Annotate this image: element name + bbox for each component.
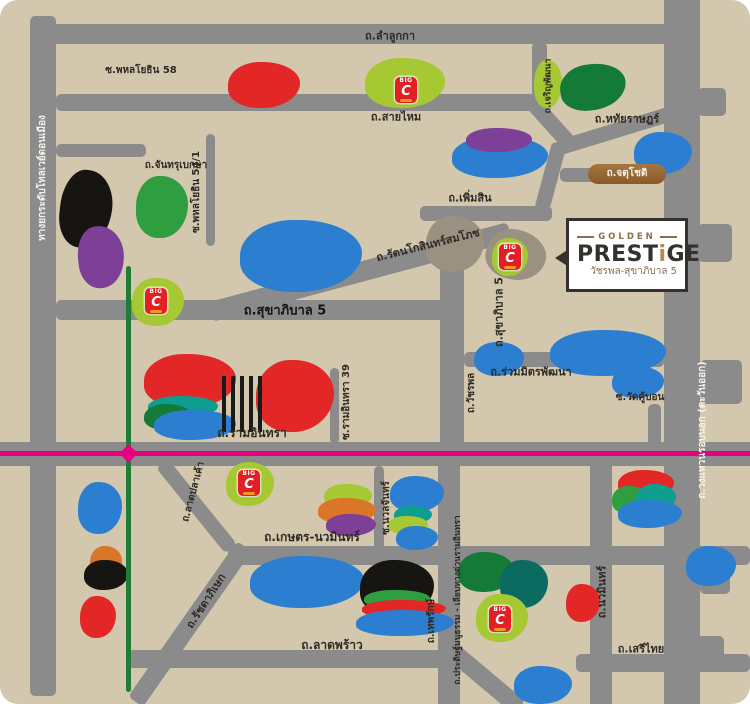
landmark-blob bbox=[228, 62, 300, 108]
road-label-praditmanutham: ถ.ประดิษฐ์มนูธรรม - เลียบทางด่วนรามอินทร… bbox=[452, 515, 463, 685]
road-serithai bbox=[576, 654, 750, 672]
landmark-blob bbox=[84, 560, 128, 590]
logo-gold-i: i bbox=[658, 241, 667, 267]
road-label-raminthra: ถ.รามอินทรา bbox=[217, 426, 287, 440]
road-label-phoemsin: ถ.เพิ่มสิน bbox=[448, 191, 492, 205]
road-label-raminthra-39: ซ.รามอินทรา 39 bbox=[341, 364, 352, 440]
landmark-blob bbox=[80, 596, 116, 638]
road-ring-tab bbox=[698, 224, 732, 262]
road-soi-raminthra-39 bbox=[330, 368, 339, 444]
road-label-nawamin: ถ.นวมินทร์ bbox=[595, 565, 609, 619]
road-label-serithai: ถ.เสรีไทย bbox=[617, 642, 665, 656]
bigc-swoosh-icon bbox=[494, 628, 506, 631]
road-soi-phahonyothin-54-1 bbox=[206, 134, 215, 246]
landmark-blob bbox=[514, 666, 572, 704]
road-label-chatuchot: ถ.จตุโชติ bbox=[606, 168, 648, 179]
landmark-blob bbox=[250, 556, 364, 608]
bigc-big-text: BIG bbox=[149, 288, 163, 296]
landmark-blob bbox=[534, 60, 562, 108]
road-chanthrubeksa bbox=[56, 144, 146, 157]
road-label-watcharaphon: ถ.วัชรพล bbox=[466, 372, 477, 414]
landmark-blob bbox=[136, 176, 188, 238]
bigc-c-text: C bbox=[401, 84, 411, 100]
bigc-swoosh-icon bbox=[504, 266, 516, 269]
landmark-blob bbox=[326, 514, 376, 536]
landmark-blob bbox=[356, 610, 454, 636]
bigc-marker-sukhaphiban5: BIG C bbox=[499, 244, 521, 270]
logo-brand-golden: GOLDEN bbox=[598, 231, 656, 242]
road-lamlukka bbox=[44, 24, 692, 44]
landmark-blob bbox=[256, 360, 334, 432]
road-label-wat-khubon: ซ.วัดคู้บอน bbox=[615, 392, 665, 403]
road-nawamin bbox=[590, 452, 612, 704]
bigc-marker-watcharaphon: BIG C bbox=[145, 288, 167, 314]
bigc-marker-raminthra: BIG C bbox=[238, 470, 260, 496]
road-label-phahonyothin-54-1: ซ.พหลโยธิน 54/1 bbox=[191, 150, 202, 234]
road-tollway-donmueang bbox=[30, 16, 56, 696]
landmark-blob bbox=[612, 366, 664, 398]
bigc-c-text: C bbox=[505, 251, 515, 267]
road-label-outer-ring: ถ.วงแหวนรอบนอก (ตะวันออก) bbox=[697, 361, 708, 499]
logo-rule-left bbox=[577, 236, 595, 238]
landmark-blob bbox=[240, 220, 362, 292]
road-label-ratchadaphisek: ถ.รัชดาภิเษก bbox=[183, 571, 229, 631]
road-expressway bbox=[438, 455, 460, 704]
landmark-blob bbox=[78, 482, 122, 534]
landmark-blob bbox=[474, 342, 524, 376]
road-label-chanthrubeksa: ถ.จันทรุเบกษา bbox=[144, 160, 208, 171]
bigc-swoosh-icon bbox=[150, 310, 162, 313]
road-ring-tab bbox=[698, 88, 726, 116]
landmark-blob bbox=[396, 526, 438, 550]
landmark-striped-area bbox=[222, 376, 262, 432]
bigc-c-text: C bbox=[244, 477, 254, 493]
road-label-theprak: ถ.เทพรักษ์ bbox=[426, 598, 437, 644]
bigc-swoosh-icon bbox=[400, 99, 412, 102]
road-chatuchot bbox=[588, 164, 666, 184]
bigc-big-text: BIG bbox=[503, 244, 517, 252]
road-ring-tab bbox=[700, 360, 742, 404]
road-label-lamlukka: ถ.ลำลูกกา bbox=[365, 29, 415, 43]
road-label-sukhaphiban5: ถ.สุขาภิบาล 5 bbox=[243, 303, 327, 319]
road-saimai bbox=[56, 94, 536, 111]
landmark-blob bbox=[74, 223, 128, 291]
logo-pointer-icon bbox=[555, 249, 569, 267]
bigc-marker-kaset: BIG C bbox=[489, 606, 511, 632]
bigc-big-text: BIG bbox=[242, 470, 256, 478]
bigc-c-text: C bbox=[495, 613, 505, 629]
logo-subtitle: วัชรพล-สุขาภิบาล 5 bbox=[590, 266, 677, 278]
landmark-blob bbox=[557, 59, 629, 115]
bigc-big-text: BIG bbox=[399, 77, 413, 85]
road-label-latphrao: ถ.ลาดพร้าว bbox=[301, 638, 363, 652]
pink-rail-line bbox=[0, 451, 750, 456]
road-label-phahonyothin-58: ซ.พหลโยธิน 58 bbox=[105, 65, 177, 76]
road-soi-nuanchan bbox=[374, 466, 384, 550]
road-latphrao bbox=[128, 650, 458, 668]
landmark-blob bbox=[566, 584, 600, 622]
road-label-nuanchan: ซ.นวลจันทร์ bbox=[381, 481, 392, 535]
interchange-area bbox=[426, 216, 484, 272]
bigc-marker-saimai: BIG C bbox=[395, 77, 417, 103]
road-label-hathairat: ถ.หทัยราษฎร์ bbox=[594, 112, 660, 126]
road-label-sukhaphiban5-vertical: ถ.สุขาภิบาล 5 bbox=[492, 277, 506, 347]
bigc-big-text: BIG bbox=[493, 606, 507, 614]
green-route-line bbox=[126, 266, 131, 692]
road-label-tollway-donmueang: ทางยกระดับโทลเวย์ดอนเมือง bbox=[37, 115, 48, 241]
bigc-swoosh-icon bbox=[243, 492, 255, 495]
logo-brand-prestige: PRESTiGE bbox=[577, 241, 701, 267]
bigc-c-text: C bbox=[151, 295, 161, 311]
logo-rule-right bbox=[659, 236, 678, 238]
landmark-blob bbox=[618, 500, 682, 528]
road-label-ruammit-phatthana: ถ.ร่วมมิตรพัฒนา bbox=[490, 365, 572, 379]
landmark-blob bbox=[466, 128, 532, 152]
road-soi-wat-khubon bbox=[648, 404, 661, 446]
road-label-charoenphatthana: ถ.เจริญพัฒนา bbox=[543, 58, 554, 114]
road-label-kaset-nawamin: ถ.เกษตร-นวมินทร์ bbox=[264, 530, 360, 544]
road-label-saimai: ถ.สายไหม bbox=[370, 110, 422, 124]
landmark-blob bbox=[686, 546, 736, 586]
golden-prestige-logo: GOLDEN PRESTiGE วัชรพล-สุขาภิบาล 5 bbox=[555, 218, 701, 292]
